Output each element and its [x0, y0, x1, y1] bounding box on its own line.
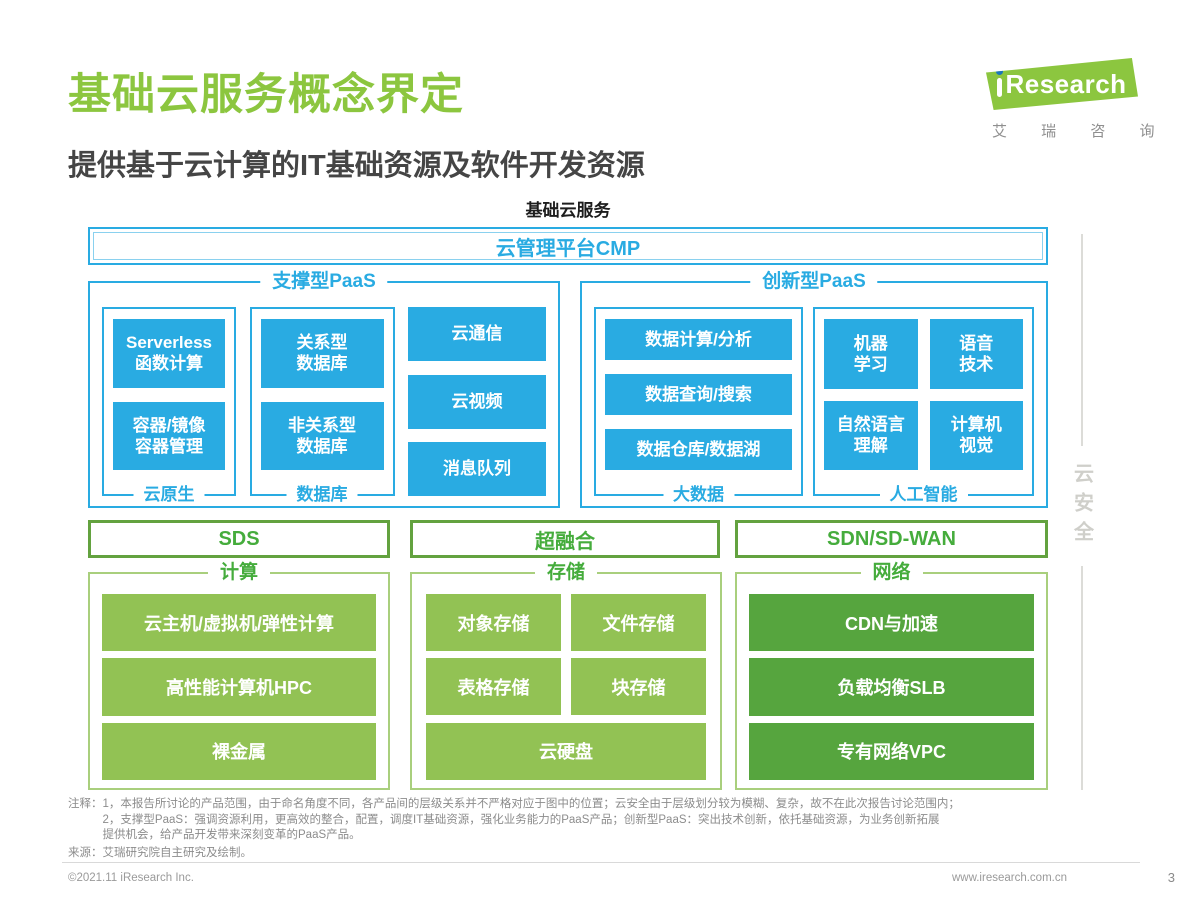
box-file-storage: 文件存储	[571, 594, 706, 651]
box-non-relational-db: 非关系型 数据库	[260, 401, 384, 470]
logo-chinese-name: 艾 瑞 咨 询	[992, 123, 1170, 140]
cmp-label: 云管理平台CMP	[495, 237, 641, 260]
legend-storage: 存储	[534, 561, 598, 585]
legend-paas-innovation: 创新型PaaS	[750, 270, 878, 294]
box-bare-metal: 裸金属	[102, 722, 376, 780]
iaas-network-section: 网络 CDN与加速 负载均衡SLB 专有网络VPC	[735, 561, 1048, 790]
box-serverless-function-compute: Serverless 函数计算	[113, 319, 225, 388]
box-cloud-communication: 云通信	[408, 307, 546, 361]
box-speech-technology: 语音 技术	[929, 319, 1023, 389]
legend-ai: 人工智能	[879, 485, 968, 505]
box-data-warehouse-lake: 数据仓库/数据湖	[605, 429, 792, 470]
box-sdn-sdwan: SDN/SD-WAN	[735, 520, 1048, 558]
box-message-queue: 消息队列	[408, 442, 546, 496]
box-vpc: 专有网络VPC	[749, 722, 1034, 780]
legend-cloud-native: 云原生	[133, 485, 205, 505]
box-natural-language-understanding: 自然语言 理解	[824, 400, 918, 470]
box-machine-learning: 机器 学习	[824, 319, 918, 389]
footer-copyright: ©2021.11 iResearch Inc.	[68, 872, 194, 884]
group-communication: 云通信 云视频 消息队列	[408, 307, 546, 496]
footnotes: 注释： 1，本报告所讨论的产品范围，由于命名角度不同，各产品间的层级关系并不严格…	[68, 797, 1178, 844]
cmp-box: 云管理平台CMP	[88, 227, 1048, 265]
legend-paas-support: 支撑型PaaS	[260, 270, 388, 294]
box-cdn-acceleration: CDN与加速	[749, 594, 1034, 652]
logo-letter-i-icon	[996, 68, 1004, 97]
box-hyper-converged: 超融合	[410, 520, 720, 558]
page-subtitle: 提供基于云计算的IT基础资源及软件开发资源	[68, 150, 645, 182]
box-relational-db: 关系型 数据库	[260, 319, 384, 388]
box-hpc: 高性能计算机HPC	[102, 658, 376, 716]
iaas-storage-section: 存储 对象存储 文件存储 表格存储 块存储 云硬盘	[410, 561, 722, 790]
box-object-storage: 对象存储	[426, 594, 561, 651]
group-ai: 机器 学习 语音 技术 自然语言 理解 计算机 视觉 人工智能	[813, 307, 1034, 505]
box-computer-vision: 计算机 视觉	[929, 400, 1023, 470]
paas-innovation-section: 创新型PaaS 数据计算/分析 数据查询/搜索 数据仓库/数据湖 大数据 机器 …	[580, 270, 1048, 508]
logo-blue-dot-icon	[996, 68, 1004, 75]
footnote-line-3: 提供机会，给产品开发带来深刻变革的PaaS产品。	[102, 829, 361, 841]
legend-compute: 计算	[207, 561, 271, 585]
ai-grid: 机器 学习 语音 技术 自然语言 理解 计算机 视觉	[824, 319, 1023, 470]
footnote-label: 注释：	[68, 798, 103, 810]
network-stack: CDN与加速 负载均衡SLB 专有网络VPC	[737, 574, 1046, 788]
box-cloud-disk: 云硬盘	[426, 722, 706, 780]
paas-support-section: 支撑型PaaS Serverless 函数计算 容器/镜像 容器管理 云原生 关…	[88, 270, 560, 508]
page-title: 基础云服务概念界定	[68, 71, 464, 119]
storage-grid: 对象存储 文件存储 表格存储 块存储 云硬盘	[412, 574, 720, 788]
legend-big-data: 大数据	[663, 485, 734, 505]
box-data-query-search: 数据查询/搜索	[605, 374, 792, 415]
source-note: 来源：艾瑞研究院自主研究及绘制。	[68, 847, 252, 859]
legend-network: 网络	[860, 561, 923, 585]
box-cloud-host-vm-elastic: 云主机/虚拟机/弹性计算	[102, 594, 376, 652]
box-block-storage: 块存储	[571, 658, 706, 716]
iresearch-logo: Research 艾 瑞 咨 询	[986, 58, 1170, 141]
box-cloud-video: 云视频	[408, 374, 546, 429]
diagram-title: 基础云服务	[525, 201, 611, 220]
cloud-security-label: 云安全	[1068, 446, 1096, 566]
footer-page-number: 3	[1167, 870, 1175, 885]
box-container-image-management: 容器/镜像 容器管理	[113, 401, 225, 470]
box-data-compute-analysis: 数据计算/分析	[605, 319, 792, 360]
box-sds: SDS	[88, 520, 390, 558]
iaas-compute-section: 计算 云主机/虚拟机/弹性计算 高性能计算机HPC 裸金属	[88, 561, 390, 790]
box-load-balancer-slb: 负载均衡SLB	[749, 658, 1034, 716]
legend-database: 数据库	[286, 485, 358, 505]
group-database: 关系型 数据库 非关系型 数据库 数据库	[249, 307, 395, 505]
footer-divider	[62, 862, 1140, 863]
group-cloud-native: Serverless 函数计算 容器/镜像 容器管理 云原生	[102, 307, 236, 505]
box-table-storage: 表格存储	[426, 658, 561, 716]
footer-website-link[interactable]: www.iresearch.com.cn	[951, 872, 1067, 884]
iresearch-logo-shape: Research	[986, 58, 1138, 110]
footnote-body: 1，本报告所讨论的产品范围，由于命名角度不同，各产品间的层级关系并不严格对应于图…	[103, 797, 960, 844]
logo-brand-text: Research	[1005, 68, 1127, 99]
footnote-line-1: 1，本报告所讨论的产品范围，由于命名角度不同，各产品间的层级关系并不严格对应于图…	[102, 798, 960, 810]
group-big-data: 数据计算/分析 数据查询/搜索 数据仓库/数据湖 大数据	[594, 307, 803, 505]
footnote-line-2: 2，支撑型PaaS：强调资源利用，更高效的整合，配置，调度IT基础资源，强化业务…	[102, 813, 940, 826]
compute-stack: 云主机/虚拟机/弹性计算 高性能计算机HPC 裸金属	[90, 574, 388, 788]
